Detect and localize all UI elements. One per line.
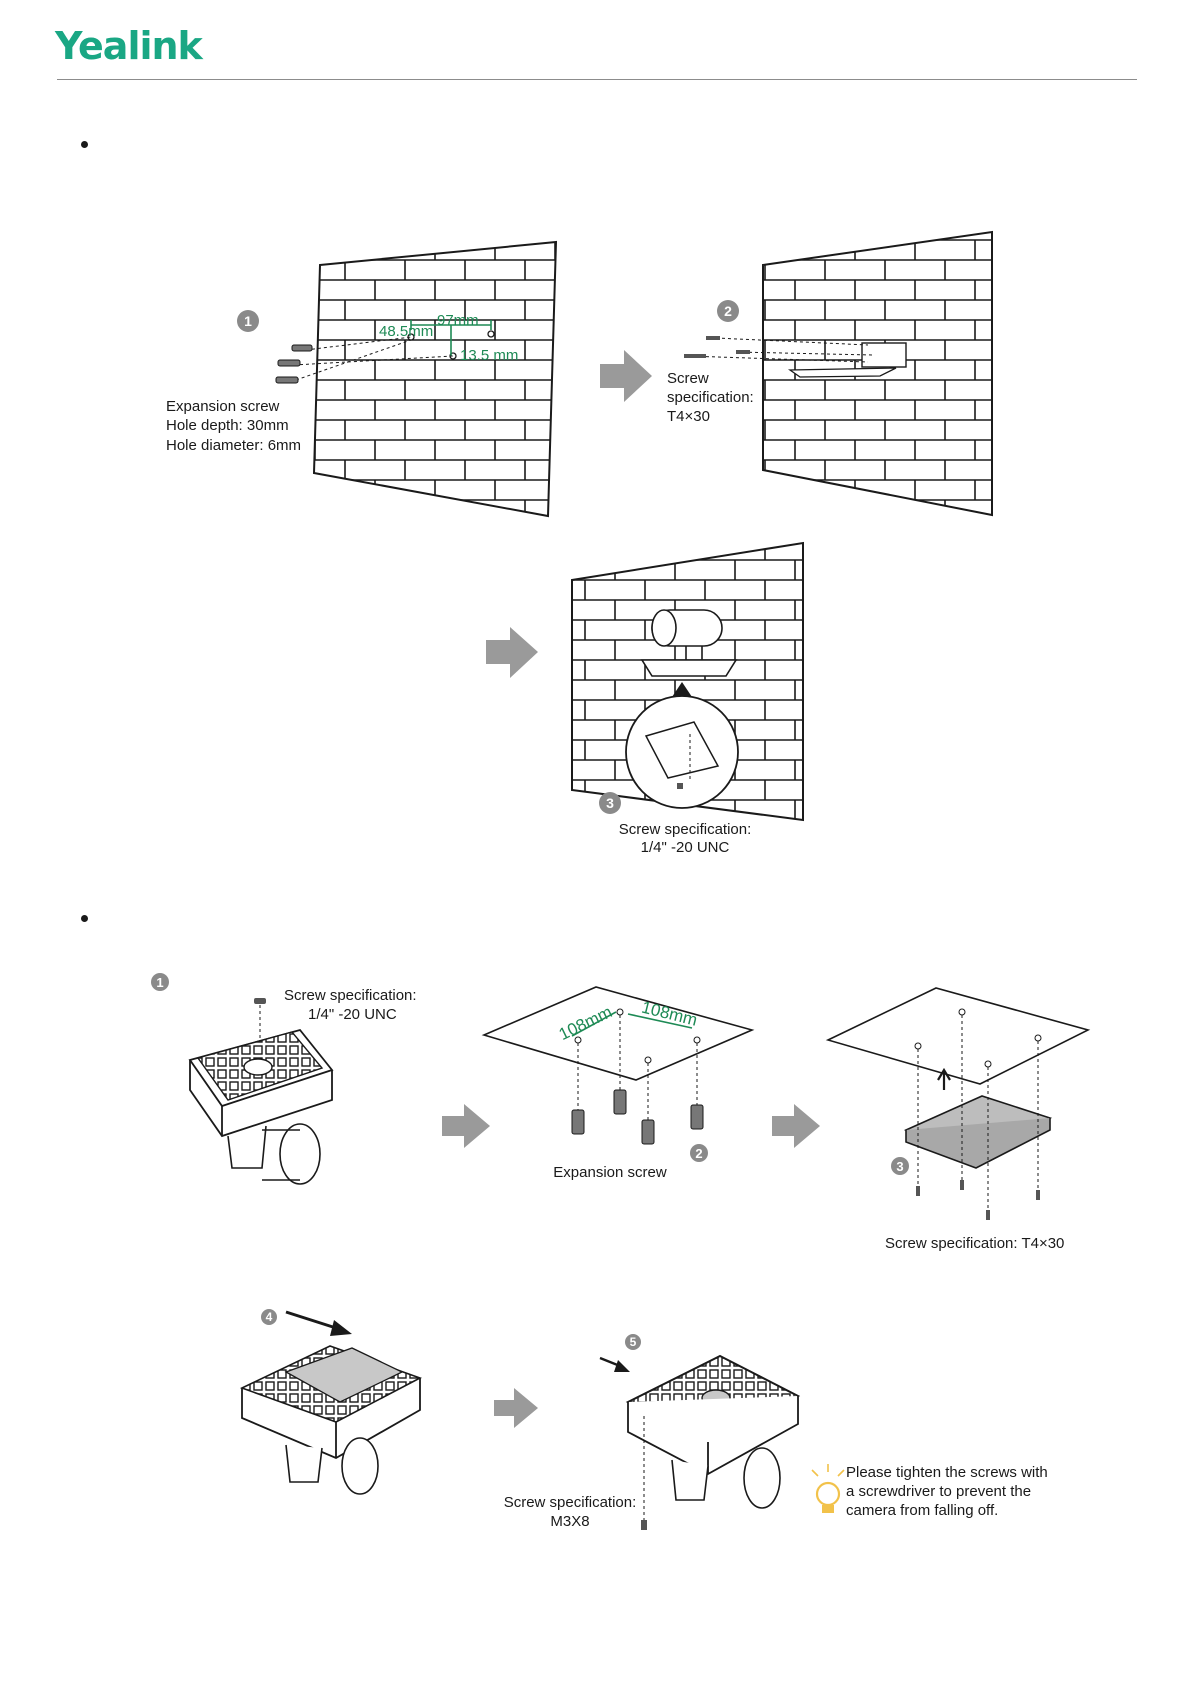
c-step1-note-line1: Screw specification:: [284, 987, 417, 1004]
lightbulb-icon: [811, 1464, 845, 1513]
ceiling-step5-illustration: 5 Screw specification: M3X8: [504, 1334, 801, 1530]
step-badge: [261, 1309, 277, 1325]
ceiling-step4-illustration: 4: [239, 1309, 422, 1495]
screw-icon: [916, 1180, 1040, 1220]
tip-line2: a screwdriver to prevent the: [846, 1483, 1031, 1500]
step-number: 3: [896, 1159, 903, 1174]
next-arrow-icon: [486, 627, 538, 678]
step3-note-line2: 1/4" -20 UNC: [641, 839, 730, 856]
step-number: 4: [266, 1310, 273, 1324]
step2-note-line1: Screw: [667, 370, 709, 387]
screw-icon: [641, 1520, 647, 1530]
ceiling-step2-illustration: 108mm 108mm 2 Expansion screw: [481, 986, 755, 1181]
step1-note-line1: Expansion screw: [166, 398, 280, 415]
step3-note-line1: Screw specification:: [619, 821, 752, 838]
wall-step2-illustration: 2 Screw specification: T4×30: [667, 230, 993, 517]
step-badge: [891, 1157, 909, 1175]
next-arrow-icon: [772, 1104, 820, 1148]
screw-icon: [684, 336, 750, 358]
step-number: 3: [606, 795, 614, 811]
slide-arrow-icon: [330, 1320, 352, 1336]
c-step5-note-line2: M3X8: [550, 1513, 589, 1530]
next-arrow-icon: [442, 1104, 490, 1148]
step2-note-line2: specification:: [667, 389, 754, 406]
ceiling-step1-illustration: 1 Screw specification: 1/4" -20 UNC: [151, 973, 417, 1185]
wall-step3-illustration: 3 Screw specification: 1/4" -20 UNC: [571, 541, 804, 856]
expansion-screw-icon: [275, 344, 313, 384]
step-badge: [625, 1334, 641, 1350]
expansion-screw-icon: [571, 1089, 704, 1145]
next-arrow-icon: [494, 1388, 538, 1428]
dimension-48-5mm: 48.5mm: [379, 323, 433, 340]
dimension-97mm: 97mm: [437, 312, 479, 329]
wall-step1-illustration: 1 97mm 48.5mm 13.5 mm Expansion screw Ho…: [166, 240, 558, 518]
step-badge: [151, 973, 169, 991]
step-badge: [237, 310, 259, 332]
bullet-wall-mount: [81, 141, 88, 148]
c-step5-note-line1: Screw specification:: [504, 1494, 637, 1511]
tip-line3: camera from falling off.: [846, 1502, 998, 1519]
screw-icon: [254, 998, 266, 1046]
c-step1-note-line2: 1/4" -20 UNC: [308, 1006, 397, 1023]
next-arrow-icon: [600, 350, 652, 402]
c-step3-note: Screw specification: T4×30: [885, 1235, 1064, 1252]
step-number: 2: [724, 303, 732, 319]
step-number: 5: [630, 1335, 637, 1349]
bullet-ceiling-mount: [81, 915, 88, 922]
dimension-13-5mm: 13.5 mm: [460, 347, 518, 364]
step1-note-line3: Hole diameter: 6mm: [166, 437, 301, 454]
yealink-logo: Yealink: [55, 24, 203, 68]
step-badge: [690, 1144, 708, 1162]
tip-callout: Please tighten the screws with a screwdr…: [811, 1464, 1048, 1519]
c-step2-note: Expansion screw: [553, 1164, 667, 1181]
tip-line1: Please tighten the screws with: [846, 1464, 1048, 1481]
step1-note-line2: Hole depth: 30mm: [166, 417, 289, 434]
step-number: 2: [695, 1146, 702, 1161]
step-badge: [717, 300, 739, 322]
step-number: 1: [244, 313, 252, 329]
step-number: 1: [156, 975, 163, 990]
header-divider: [57, 79, 1137, 80]
ceiling-step3-illustration: 3 Screw specification: T4×30: [825, 987, 1091, 1252]
step2-note-line3: T4×30: [667, 408, 710, 425]
step-badge: [599, 792, 621, 814]
